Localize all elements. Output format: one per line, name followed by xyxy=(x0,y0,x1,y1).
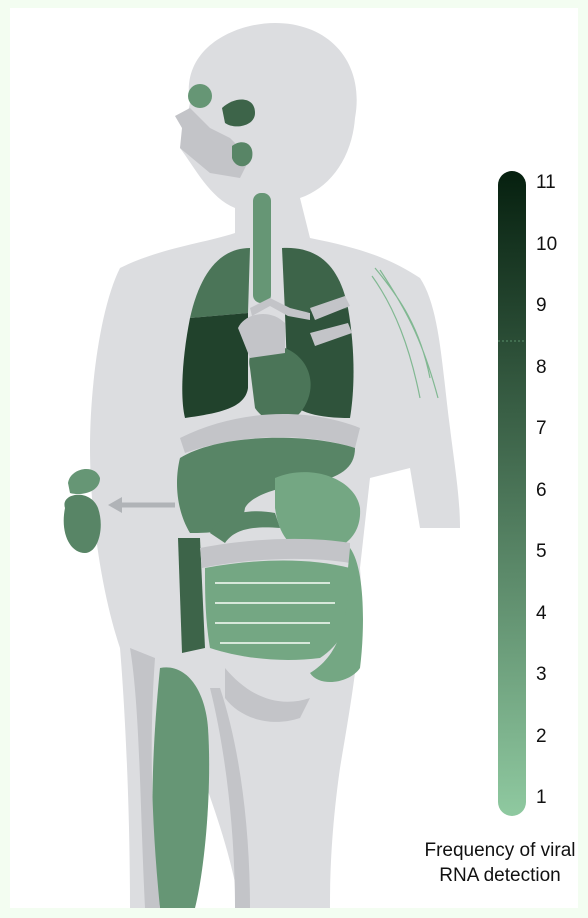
legend-title: Frequency of viral RNA detection xyxy=(410,838,588,888)
legend-tick-11: 11 xyxy=(536,173,556,193)
legend-tick-9: 9 xyxy=(536,296,547,316)
legend-colorbar xyxy=(498,171,526,816)
legend-tick-8: 8 xyxy=(536,358,547,378)
legend-tick-4: 4 xyxy=(536,604,547,624)
legend-title-line1: Frequency of viral xyxy=(410,838,588,863)
legend-tick-7: 7 xyxy=(536,419,547,439)
legend-tick-10: 10 xyxy=(536,235,557,255)
small-intestine xyxy=(205,561,352,660)
body-map-figure: 1234567891011 Frequency of viral RNA det… xyxy=(10,8,578,908)
oropharynx xyxy=(232,142,252,166)
legend-tick-1: 1 xyxy=(536,788,547,808)
kidney xyxy=(64,495,101,553)
lung-left-lower xyxy=(182,313,248,418)
legend-tick-2: 2 xyxy=(536,727,547,747)
legend-title-line2: RNA detection xyxy=(410,863,588,888)
trachea xyxy=(253,193,271,303)
legend-tick-3: 3 xyxy=(536,665,547,685)
skeletal-muscle xyxy=(153,667,210,908)
body-map xyxy=(10,8,578,908)
legend-tick-5: 5 xyxy=(536,542,547,562)
legend-tick-6: 6 xyxy=(536,481,547,501)
brain-olfactory xyxy=(188,84,212,108)
